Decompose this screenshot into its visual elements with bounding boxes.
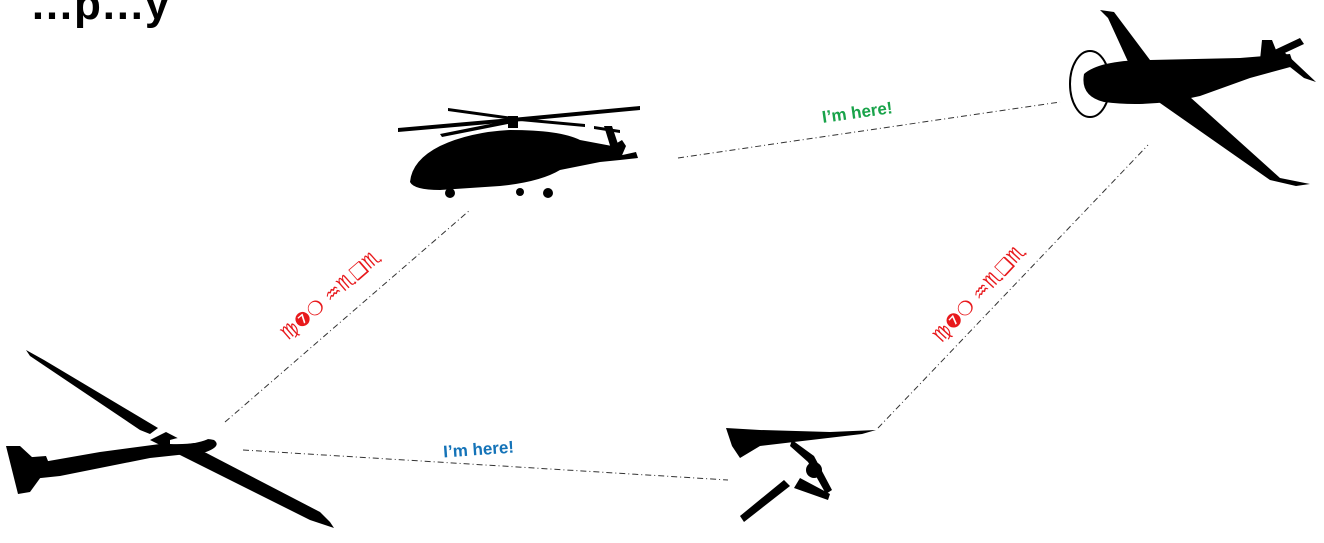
link-label-heli-to-plane: I’m here! xyxy=(821,98,894,127)
hang-glider-icon xyxy=(726,428,876,522)
link-label-glider-to-heli: ♍❼❍ ♒♏❑♏ xyxy=(277,246,386,345)
turboprop-airplane-icon xyxy=(1070,10,1316,186)
link-line-hang-to-plane xyxy=(878,145,1148,428)
link-line-glider-to-heli xyxy=(225,210,470,422)
link-label-hang-to-plane: ♍❼❍ ♒♏❑♏ xyxy=(929,241,1031,348)
glider-icon xyxy=(6,350,334,528)
helicopter-icon xyxy=(398,106,640,198)
link-label-glider-to-hang: I’m here! xyxy=(443,438,515,462)
